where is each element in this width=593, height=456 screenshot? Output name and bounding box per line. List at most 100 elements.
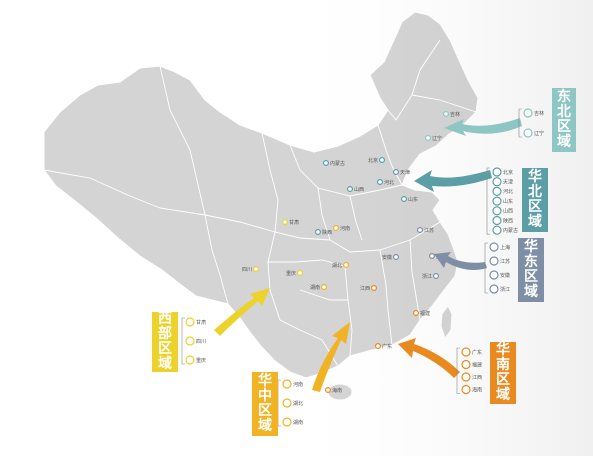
legend-dot xyxy=(185,355,195,365)
city-label: 陕西 xyxy=(322,229,332,236)
legend-dot xyxy=(282,379,292,389)
city-marker-hainan: 海南 xyxy=(325,387,342,394)
city-label: 海南 xyxy=(332,387,342,394)
legend-dot xyxy=(492,177,502,187)
city-dot xyxy=(343,262,350,269)
city-marker-hubei: 湖北 xyxy=(332,262,350,269)
city-marker-gansu: 甘肃 xyxy=(282,219,299,226)
city-marker-zhejiang: 浙江 xyxy=(422,273,440,280)
legend-item-label: 辽宁 xyxy=(534,130,544,137)
legend-item-label: 安徽 xyxy=(500,272,510,279)
arrow-northeast xyxy=(444,118,522,136)
legend-bracket xyxy=(518,108,522,138)
region-box-northeast: 东 北 区 域 xyxy=(552,88,576,152)
legend-item-label: 内蒙古 xyxy=(503,227,518,234)
city-label: 江西 xyxy=(360,285,370,292)
city-dot xyxy=(282,219,289,226)
region-arrows xyxy=(214,118,522,392)
city-dot xyxy=(433,273,440,280)
legend-dot xyxy=(523,108,533,118)
legend-dot xyxy=(185,317,195,327)
region-box-east: 华 东 区 域 xyxy=(518,238,544,302)
legend-item-label: 山西 xyxy=(503,208,513,215)
legend-dot xyxy=(492,167,502,177)
city-dot xyxy=(333,225,340,232)
arrow-southwest xyxy=(214,288,270,336)
legend-dot xyxy=(489,284,499,294)
region-box-southwest: 西 部 区 域 xyxy=(152,312,178,372)
region-box-south: 华 南 区 域 xyxy=(490,342,516,404)
city-marker-shaanxi: 陕西 xyxy=(315,229,332,236)
legend-dot xyxy=(492,196,502,206)
legend-bracket xyxy=(277,379,281,427)
legend-dot xyxy=(461,372,471,382)
city-dot xyxy=(371,285,378,292)
city-marker-liaoning: 辽宁 xyxy=(425,135,442,142)
city-label: 重庆 xyxy=(286,270,296,277)
city-label: 福建 xyxy=(420,310,430,317)
city-dot xyxy=(253,266,260,273)
legend-item-label: 山东 xyxy=(503,198,513,205)
city-label: 山西 xyxy=(354,186,364,193)
city-label: 浙江 xyxy=(422,273,432,280)
region-box-central: 华 中 区 域 xyxy=(252,372,278,436)
legend-bracket xyxy=(486,167,490,235)
city-dot xyxy=(347,186,354,193)
legend-dot xyxy=(282,417,292,427)
city-dot xyxy=(393,169,400,176)
legend-dot xyxy=(185,336,195,346)
legend-dot xyxy=(489,270,499,280)
city-marker-shandong: 山东 xyxy=(401,196,418,203)
city-dot xyxy=(321,284,328,291)
city-marker-hunan: 湖南 xyxy=(310,284,328,291)
legend-dot xyxy=(492,186,502,196)
city-label: 甘肃 xyxy=(289,219,299,226)
legend-dot xyxy=(492,225,502,235)
legend-item-label: 甘肃 xyxy=(196,319,206,326)
legend-item-label: 吉林 xyxy=(534,110,544,117)
legend-item-label: 河北 xyxy=(503,188,513,195)
legend-dot xyxy=(461,359,471,370)
legend-item-label: 陕西 xyxy=(503,217,513,224)
city-marker-jiangxi: 江西 xyxy=(360,285,378,292)
city-marker-tianjin: 天津 xyxy=(393,169,410,176)
legend-dot xyxy=(461,384,471,395)
city-marker-sichuan: 四川 xyxy=(242,266,260,273)
arrow-east xyxy=(434,252,487,270)
city-dot xyxy=(377,179,384,186)
city-dot xyxy=(401,196,408,203)
city-label: 湖南 xyxy=(310,284,320,291)
city-dot xyxy=(375,343,382,350)
city-marker-shanxi: 山西 xyxy=(347,186,364,193)
legend-item-label: 上海 xyxy=(500,244,510,251)
city-marker-beijing: 北京 xyxy=(368,157,386,164)
city-label: 吉林 xyxy=(450,111,460,118)
legend-dot xyxy=(492,215,502,226)
legend-item-label: 浙江 xyxy=(500,286,510,293)
legend-item-label: 广东 xyxy=(472,349,482,356)
city-label: 湖北 xyxy=(332,262,342,269)
city-marker-fujian: 福建 xyxy=(413,310,430,317)
city-label: 北京 xyxy=(368,157,378,164)
province-boundaries xyxy=(43,39,477,367)
legend-dot xyxy=(492,206,502,216)
city-label: 四川 xyxy=(242,267,252,273)
legend-item-label: 重庆 xyxy=(196,357,206,364)
city-label: 山东 xyxy=(408,196,418,203)
city-dot xyxy=(379,157,386,164)
legend-bracket xyxy=(484,242,488,294)
legend-item-label: 江苏 xyxy=(500,258,510,265)
legend-item-label: 四川 xyxy=(196,339,206,345)
city-label: 天津 xyxy=(400,169,410,176)
region-box-north: 华 北 区 域 xyxy=(522,168,548,232)
city-dot xyxy=(323,160,330,167)
city-dot xyxy=(325,387,332,394)
legend-item-label: 天津 xyxy=(503,179,513,186)
city-marker-chongqing: 重庆 xyxy=(286,270,304,277)
city-dot xyxy=(429,253,436,260)
city-dot xyxy=(443,110,450,117)
city-marker-guangdong: 广东 xyxy=(375,343,392,350)
